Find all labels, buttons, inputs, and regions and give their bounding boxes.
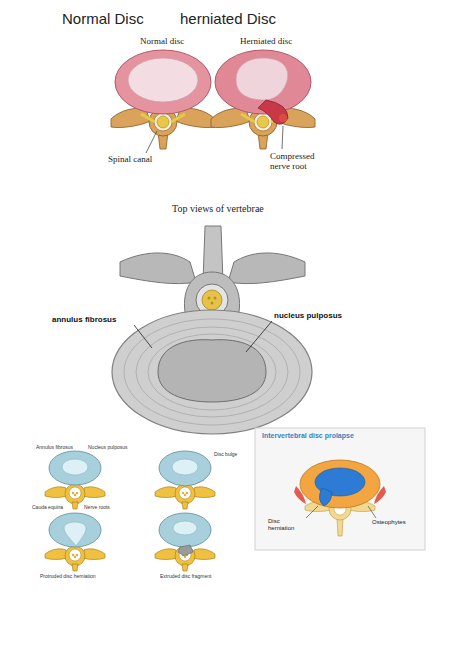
panel-title: Intervertebral disc prolapse bbox=[262, 432, 418, 440]
part-label: Osteophytes bbox=[372, 519, 406, 526]
part-label: Extruded disc fragment bbox=[160, 574, 211, 580]
part-label: Nucleus pulposus bbox=[88, 445, 127, 451]
figure-label: Normal disc bbox=[140, 36, 184, 46]
figure-label: Herniated disc bbox=[240, 36, 292, 46]
part-label: Nerve roots bbox=[84, 505, 110, 511]
heading: Normal Disc bbox=[62, 10, 144, 27]
part-label: Disc bulge bbox=[214, 452, 237, 458]
caption-label: Top views of vertebrae bbox=[172, 203, 264, 215]
part-label: Protruded disc herniation bbox=[40, 574, 96, 580]
heading: herniated Disc bbox=[180, 10, 276, 27]
part-label: Annulus fibrosus bbox=[36, 445, 73, 451]
part-label: Spinal canal bbox=[108, 154, 152, 164]
part-label: nucleus pulposus bbox=[274, 311, 342, 320]
part-label: Disc herniation bbox=[268, 518, 302, 532]
part-label: annulus fibrosus bbox=[52, 315, 116, 324]
part-label: Cauda equina bbox=[32, 505, 63, 511]
figure-panel: Intervertebral disc prolapse bbox=[255, 428, 425, 550]
part-label: Compressed nerve root bbox=[270, 151, 330, 172]
